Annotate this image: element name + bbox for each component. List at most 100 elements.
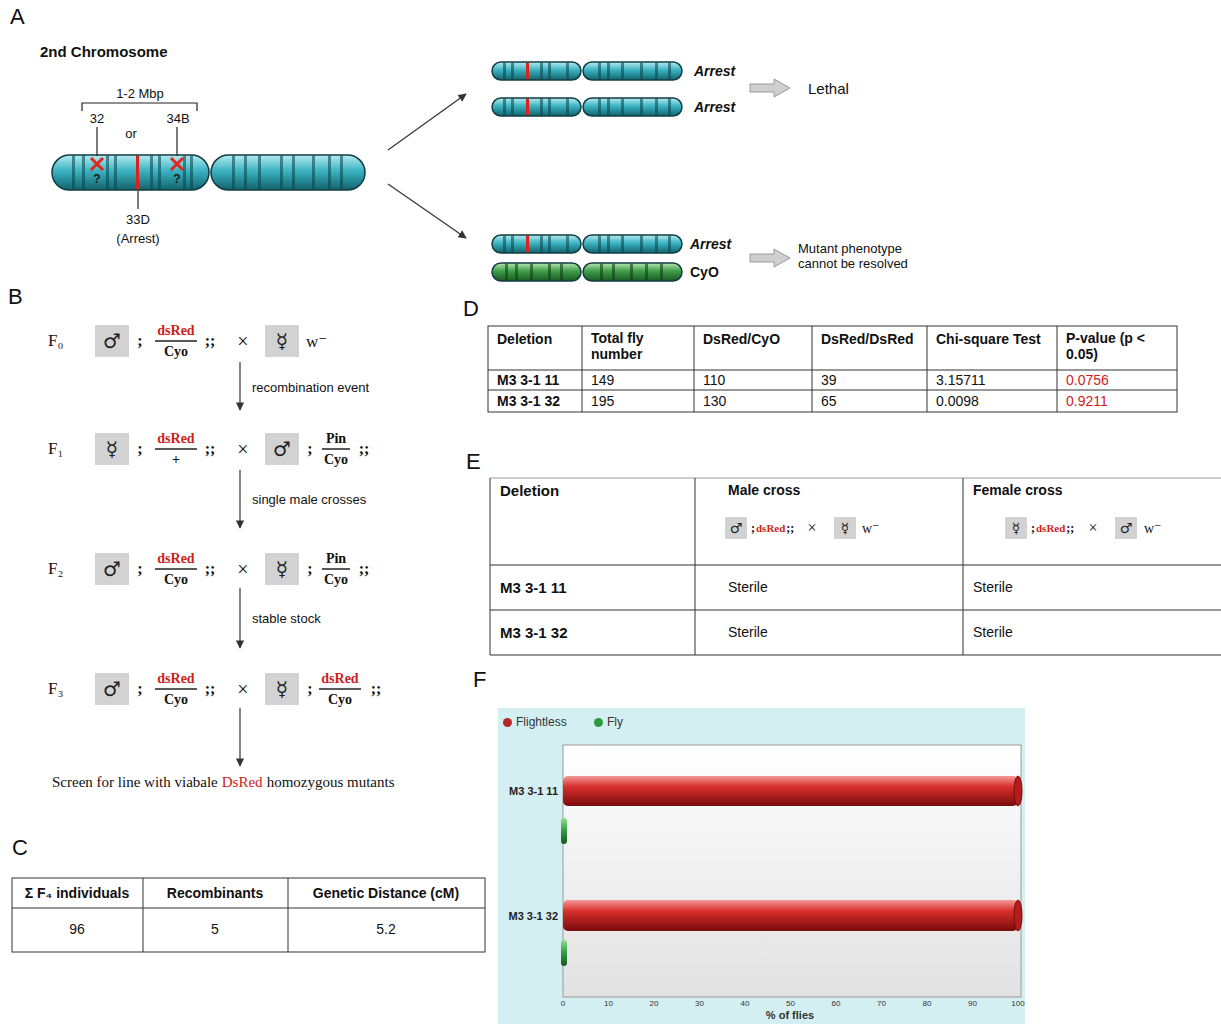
allele-label: dsRed (756, 522, 785, 534)
separator: ;; (371, 680, 382, 698)
chromosome-band (280, 156, 283, 190)
chromosome-title: 2nd Chromosome (40, 43, 168, 60)
separator: ;; (205, 560, 216, 578)
cross-sign: × (1088, 519, 1097, 537)
chromosome-band (511, 63, 514, 80)
allele-label: Arrest (694, 63, 735, 79)
axis-tick-label: 100 (1011, 999, 1024, 1008)
chromosome-band (640, 236, 643, 253)
note-text: Screen for line with viabale (52, 774, 218, 791)
axis-tick-label: 60 (832, 999, 841, 1008)
sex-symbol-box: ☿ (265, 553, 299, 585)
table-header: Recombinants (167, 885, 263, 901)
table-rule (288, 878, 289, 952)
chromosome-band (621, 99, 624, 116)
chromosome-band (312, 156, 315, 190)
step-label: stable stock (252, 611, 321, 626)
chromosome-band (600, 264, 603, 281)
chromosome (492, 235, 682, 253)
chromosome-band (540, 99, 543, 116)
outcome-label: Mutant phenotype cannot be resolved (798, 241, 933, 271)
chromosome-band (548, 99, 551, 116)
sex-symbol: ☿ (276, 558, 288, 581)
table-cell: 39 (821, 372, 837, 388)
outcome-arrow (750, 249, 790, 267)
allele-label: dsRed (1036, 522, 1065, 534)
table-rule (1057, 326, 1058, 412)
chromosome-outline (52, 155, 209, 190)
separator: ; (137, 560, 142, 578)
sex-symbol-box: ♂ (95, 553, 129, 585)
legend-item: Fly (594, 714, 623, 730)
chromosome-band (655, 99, 658, 116)
sex-symbol-box: ♂ (265, 433, 299, 465)
chromosome-band (655, 236, 658, 253)
table-rule (490, 565, 1221, 566)
chromosome-band (607, 236, 610, 253)
fraction-bar (322, 448, 350, 450)
flightless-bar (563, 900, 1018, 931)
chromosome-outline (492, 98, 581, 116)
cross-sign: × (237, 330, 248, 353)
arrest-locus (526, 236, 529, 253)
sex-symbol: ♂ (273, 438, 291, 461)
chromosome-outline (583, 235, 682, 253)
chromosome-band (566, 236, 569, 253)
axis-title: % of flies (766, 1009, 814, 1021)
chromosome-arm (583, 263, 682, 281)
axis-tick-label: 50 (786, 999, 795, 1008)
table-header: DsRed/DsRed (821, 331, 914, 347)
branch-arrow (388, 184, 466, 238)
allele-top: dsRed (157, 671, 194, 687)
band-label: 34B (166, 111, 189, 126)
chromosome-band (655, 63, 658, 80)
sex-symbol-box: ☿ (1005, 517, 1027, 539)
axis-tick-label: 30 (695, 999, 704, 1008)
table-rule (963, 478, 964, 655)
legend-text: Flightless (516, 715, 567, 729)
table-header: Male cross (728, 482, 800, 498)
sex-symbol-box: ♂ (725, 517, 747, 539)
panel-letter: C (12, 835, 28, 861)
cross-sign: × (237, 678, 248, 701)
bar-end (1014, 776, 1022, 806)
chromosome-arm (492, 235, 581, 253)
chromosome-outline (492, 62, 581, 80)
chromosome-band (548, 236, 551, 253)
allele-top: Pin (326, 551, 346, 567)
chromosome-band (560, 264, 563, 281)
table-header: Deletion (497, 331, 552, 347)
table-cell: 195 (591, 393, 614, 409)
separator: ; (307, 560, 312, 578)
table-rule (488, 370, 1177, 371)
step-label: recombination event (252, 380, 369, 395)
fraction-bar (155, 448, 197, 450)
chromosome (492, 98, 682, 116)
legend-swatch (503, 718, 512, 727)
table-header: P-value (p < 0.05) (1066, 330, 1166, 362)
sex-symbol: ☿ (276, 678, 288, 701)
chromosome (492, 263, 682, 281)
sex-symbol: ☿ (106, 438, 118, 461)
chromosome (52, 155, 365, 190)
table-header: Chi-square Test (936, 331, 1041, 347)
table-cell: Sterile (728, 624, 768, 640)
chromosome-band (548, 264, 551, 281)
table-cell: 149 (591, 372, 614, 388)
chromosome-band (668, 99, 671, 116)
size-bracket (82, 103, 197, 111)
axis-tick-label: 10 (604, 999, 613, 1008)
note-text: homozygous mutants (267, 774, 395, 791)
generation-label: F₃ (48, 679, 63, 699)
cross-sign: × (237, 438, 248, 461)
sex-symbol: ♂ (1120, 520, 1133, 536)
chromosome-band (530, 264, 533, 281)
table-rule (12, 908, 485, 909)
chromosome-outline (211, 155, 365, 190)
chromosome-band (621, 63, 624, 80)
table-cell: 130 (703, 393, 726, 409)
table-rule (582, 326, 583, 412)
chromosome-arm (583, 235, 682, 253)
table-cell: 65 (821, 393, 837, 409)
chromosome-band (328, 156, 331, 190)
